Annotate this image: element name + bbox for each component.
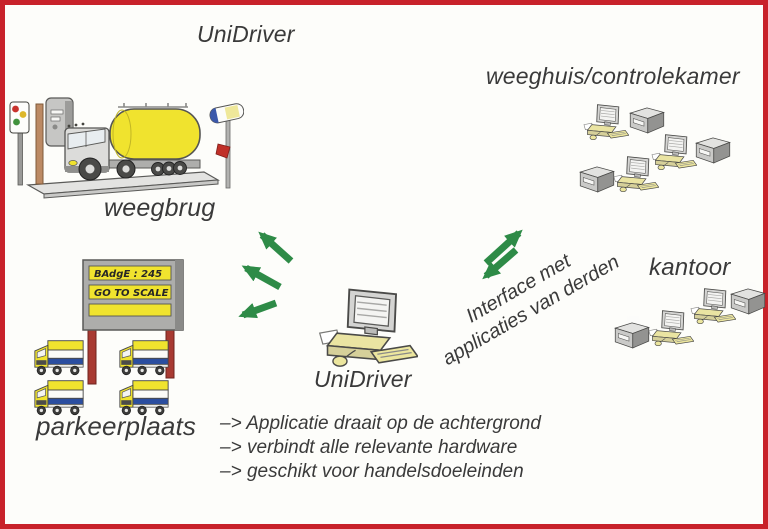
label-unidriver-center: UniDriver <box>314 366 412 392</box>
signboard-line1: BAdgE : 245 <box>94 269 162 280</box>
label-weeghuis: weeghuis/controlekamer <box>486 63 740 89</box>
green-arrow-icon <box>482 247 519 280</box>
kantoor-equipment <box>602 278 768 353</box>
feature-bullets: –> Applicatie draait op de achtergrond –… <box>220 412 541 484</box>
printer-icon <box>577 160 617 195</box>
camera-icon <box>209 103 244 189</box>
printer-icon <box>728 282 768 317</box>
weeghuis-equipment <box>575 98 740 203</box>
title-unidriver: UniDriver <box>197 21 295 47</box>
printer-icon <box>627 101 667 136</box>
box-truck-icon <box>118 336 170 377</box>
weegbrug-illustration <box>9 97 244 199</box>
interface-note-line1: Interface met <box>462 250 575 328</box>
traffic-light-icon <box>9 101 30 186</box>
printer-icon <box>612 316 652 351</box>
printer-icon <box>693 131 733 166</box>
green-arrow-icon <box>241 264 282 291</box>
signboard-line2: GO TO SCALE <box>94 288 169 299</box>
label-parkeerplaats: parkeerplaats <box>36 411 197 441</box>
terminal-post <box>35 103 44 185</box>
label-kantoor: kantoor <box>649 254 731 281</box>
unidriver-computer-icon <box>318 288 418 369</box>
box-truck-icon <box>33 336 85 377</box>
display-signboard-icon: BAdgE : 245 GO TO SCALE <box>82 259 184 385</box>
green-arrow-icon <box>238 299 278 319</box>
label-weegbrug: weegbrug <box>104 194 216 222</box>
computer-icon <box>613 156 659 193</box>
tanker-truck-icon <box>64 103 201 181</box>
computer-icon <box>583 104 629 141</box>
bullet-line: –> verbindt alle relevante hardware <box>220 437 518 458</box>
green-arrow-icon <box>483 229 523 266</box>
bullet-line: –> Applicatie draait op de achtergrond <box>220 413 541 434</box>
computer-icon <box>648 310 694 347</box>
bullet-line: –> geschikt voor handelsdoeleinden <box>220 461 524 482</box>
green-arrow-icon <box>258 231 294 264</box>
